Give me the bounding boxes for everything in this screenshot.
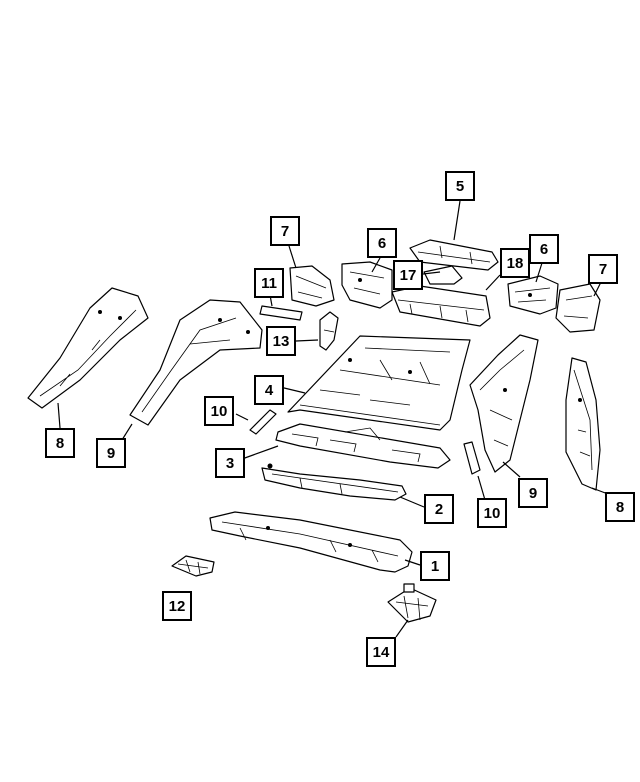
part-11-strip — [259, 305, 303, 321]
leader-8a — [57, 402, 61, 429]
leader-6b — [535, 262, 543, 283]
part-4-floor-panel — [287, 335, 471, 431]
callout-12[interactable]: 12 — [162, 591, 192, 621]
callout-14[interactable]: 14 — [366, 637, 396, 667]
part-13-bracket — [319, 311, 339, 351]
leader-17 — [422, 271, 441, 275]
part-1-crossmember — [209, 511, 413, 573]
part-8-rail-right — [565, 357, 601, 491]
callout-9-left[interactable]: 9 — [96, 438, 126, 468]
leader-2 — [399, 496, 425, 508]
callout-10-left[interactable]: 10 — [204, 396, 234, 426]
leader-7a — [288, 245, 297, 269]
callout-6-right[interactable]: 6 — [529, 234, 559, 264]
callout-17[interactable]: 17 — [393, 260, 423, 290]
callout-7-left[interactable]: 7 — [270, 216, 300, 246]
callout-3[interactable]: 3 — [215, 448, 245, 478]
leader-5 — [453, 200, 461, 241]
leader-10b — [477, 475, 486, 501]
leader-14 — [395, 619, 409, 638]
leader-9b — [502, 461, 521, 478]
part-12-bracket — [171, 555, 215, 577]
part-7-bracket-right — [555, 283, 601, 333]
part-5-rear-header — [409, 239, 499, 271]
leader-7b — [593, 281, 602, 297]
part-9-rail-left — [129, 299, 263, 426]
part-18-rear-panel — [391, 285, 491, 327]
callout-8-right[interactable]: 8 — [605, 492, 635, 522]
leader-4 — [279, 386, 306, 394]
callout-10-right[interactable]: 10 — [477, 498, 507, 528]
callout-13[interactable]: 13 — [266, 326, 296, 356]
callout-1[interactable]: 1 — [420, 551, 450, 581]
part-17-bracket — [423, 265, 463, 285]
callout-9-right[interactable]: 9 — [518, 478, 548, 508]
leader-9a — [121, 423, 133, 441]
leader-13 — [295, 339, 319, 342]
part-2-crossmember — [261, 463, 407, 501]
part-6-bracket-left — [341, 261, 393, 309]
callout-8-left[interactable]: 8 — [45, 428, 75, 458]
callout-5[interactable]: 5 — [445, 171, 475, 201]
part-14-bracket — [387, 583, 437, 623]
callout-2[interactable]: 2 — [424, 494, 454, 524]
part-10-strip-right — [463, 441, 481, 475]
callout-7-right[interactable]: 7 — [588, 254, 618, 284]
leader-1 — [404, 559, 421, 566]
callout-6-left[interactable]: 6 — [367, 228, 397, 258]
part-8-rail-left — [27, 287, 149, 409]
part-6-bracket-right — [507, 275, 559, 315]
callout-18[interactable]: 18 — [500, 248, 530, 278]
part-10-strip-left — [249, 409, 277, 435]
leader-18 — [485, 274, 501, 291]
leader-3 — [241, 445, 279, 460]
leader-6a — [371, 257, 381, 273]
part-3-floor-pan — [275, 423, 451, 469]
part-7-bracket-left — [289, 265, 335, 307]
part-9-rail-right — [469, 334, 539, 473]
leader-10a — [235, 413, 249, 421]
callout-4[interactable]: 4 — [254, 375, 284, 405]
callout-11[interactable]: 11 — [254, 268, 284, 298]
